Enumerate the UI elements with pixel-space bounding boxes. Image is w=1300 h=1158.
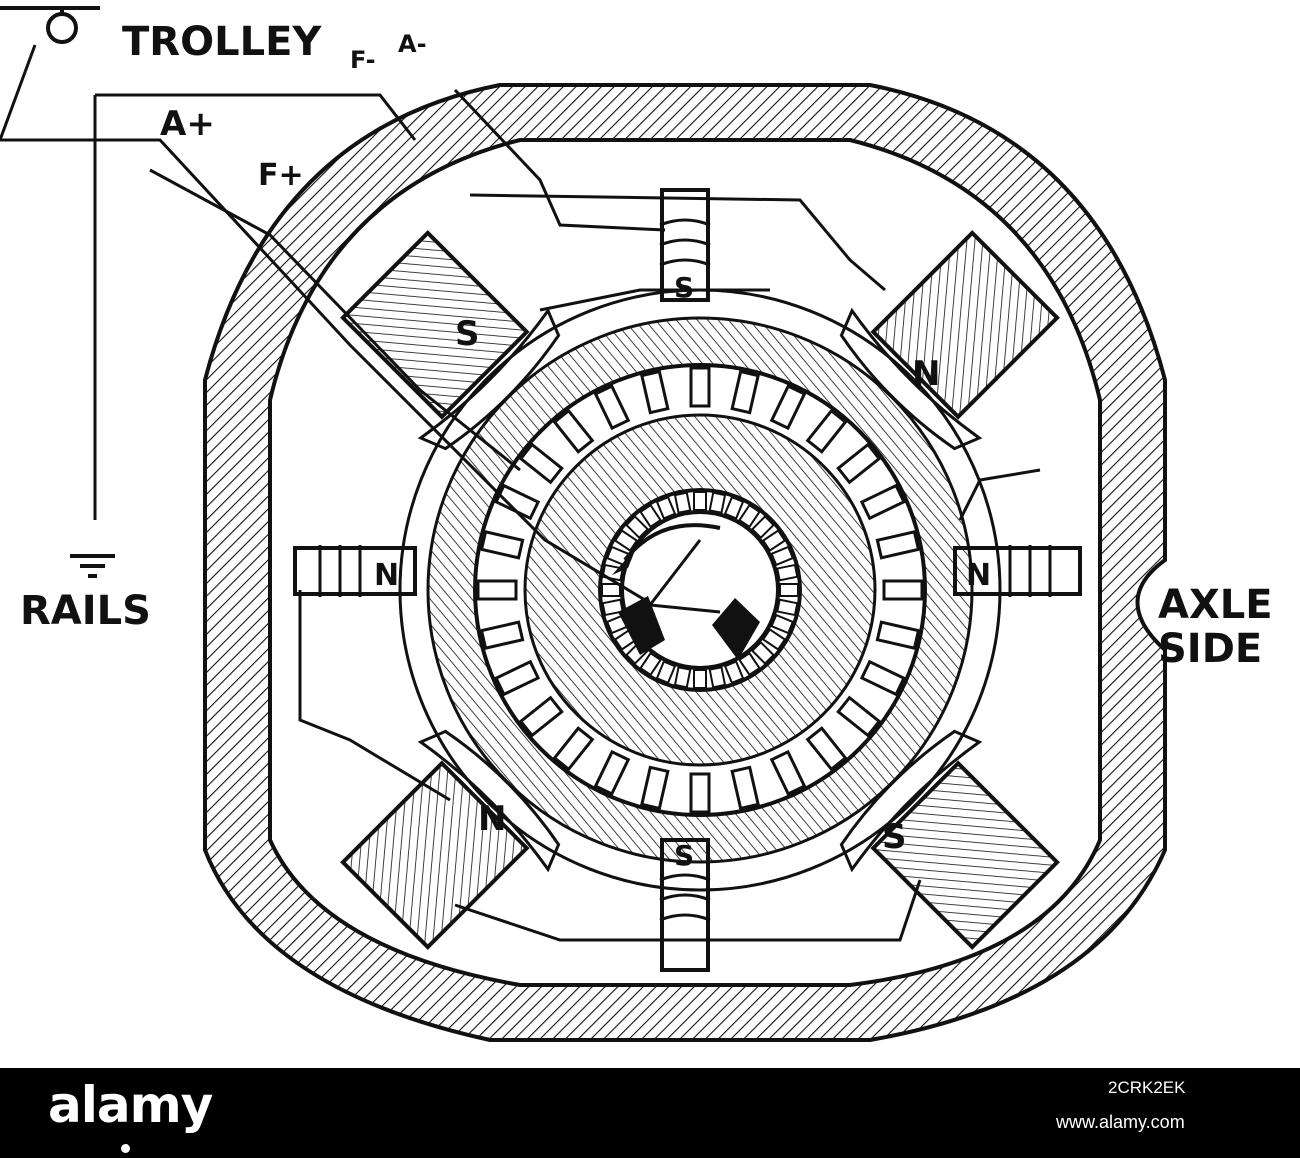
armature-slot [859, 483, 906, 521]
armature-slot [518, 695, 564, 738]
interpole-top [659, 188, 711, 302]
armature-slot [518, 442, 564, 485]
trolley-label: TROLLEY [122, 19, 322, 65]
f-minus-label: F- [350, 46, 376, 74]
interpole-left [293, 545, 417, 597]
motor-wiring-diagram: TROLLEY F- A- A+ F+ RAILS AXLE SIDE S S … [0, 6, 1273, 1042]
armature-slot [479, 620, 525, 650]
pole-s-lower-right-label: S [882, 817, 907, 857]
commutator-segment [613, 529, 639, 552]
commutator-segment [708, 491, 727, 514]
pole-s-upper-left-label: S [455, 314, 480, 354]
side-label: SIDE [1158, 626, 1262, 672]
yoke-frame [203, 83, 1167, 1042]
armature-slot [730, 369, 760, 415]
image-id: 2CRK2EK [1108, 1078, 1186, 1097]
armature-slot [494, 659, 541, 697]
armature-slot [730, 765, 760, 811]
site-url: www.alamy.com [1056, 1112, 1185, 1132]
commutator-segment [639, 651, 662, 677]
brush-leads [648, 539, 721, 614]
armature-slot [689, 366, 711, 408]
armature-slot [640, 765, 670, 811]
a-minus-label: A- [398, 30, 427, 58]
armature-slot [552, 726, 595, 772]
pole-n-upper-right-label: N [912, 354, 940, 394]
armature-slot [769, 749, 807, 796]
armature-slot [593, 384, 631, 431]
armature-slot [836, 695, 882, 738]
commutator-segments [601, 491, 799, 689]
commutator-segment [738, 651, 761, 677]
armature-slot [593, 749, 631, 796]
commutator-segment [738, 503, 761, 529]
interpole-right [953, 545, 1082, 597]
rotation-arrow [623, 523, 721, 562]
commutator-segment [673, 666, 692, 689]
commutator-segment [673, 491, 692, 514]
pole-s-bottom-label: S [674, 839, 694, 872]
armature-slot [689, 772, 711, 814]
commutator-segment [693, 669, 707, 689]
armature-slot [859, 659, 906, 697]
commutator-segment [601, 583, 621, 597]
armature-slot [875, 530, 921, 560]
armature-slot [476, 579, 518, 601]
rails-label: RAILS [20, 588, 151, 634]
trolley-terminal [46, 12, 78, 44]
commutator-segment [639, 503, 662, 529]
connection-wires [0, 44, 1041, 942]
pole-n-right-label: N [966, 558, 991, 593]
pole-n-left-label: N [374, 558, 399, 593]
rotation-arrowhead [612, 548, 636, 575]
brush-left [618, 596, 665, 655]
trolley-wire [0, 6, 100, 14]
commutator-segment [776, 598, 799, 617]
commutator-segment [776, 563, 799, 582]
commutator-segment [693, 491, 707, 511]
pole-n-lower-left-label: N [478, 799, 506, 839]
armature-slot [640, 369, 670, 415]
armature-slot [882, 579, 924, 601]
commutator-segment [779, 583, 799, 597]
commutator-segment [601, 598, 624, 617]
armature-slot [836, 442, 882, 485]
armature-slot [805, 726, 848, 772]
brand-logo-dot [121, 1144, 130, 1153]
ground-symbol [70, 554, 115, 578]
a-plus-label: A+ [160, 104, 215, 144]
commutator-segment [708, 666, 727, 689]
armature-slot [552, 408, 595, 454]
axle-label: AXLE [1158, 582, 1273, 628]
commutator-segment [761, 628, 787, 651]
pole-s-top-label: S [674, 271, 694, 304]
armature-slot [875, 620, 921, 650]
brush-right [712, 598, 760, 660]
armature-slot [805, 408, 848, 454]
brand-logo: alamy [48, 1076, 213, 1134]
f-plus-label: F+ [258, 158, 304, 193]
commutator-segment [761, 529, 787, 552]
watermark-footer: alamy 2CRK2EK www.alamy.com [0, 1068, 1300, 1158]
armature-slot [479, 530, 525, 560]
armature-slot [769, 384, 807, 431]
